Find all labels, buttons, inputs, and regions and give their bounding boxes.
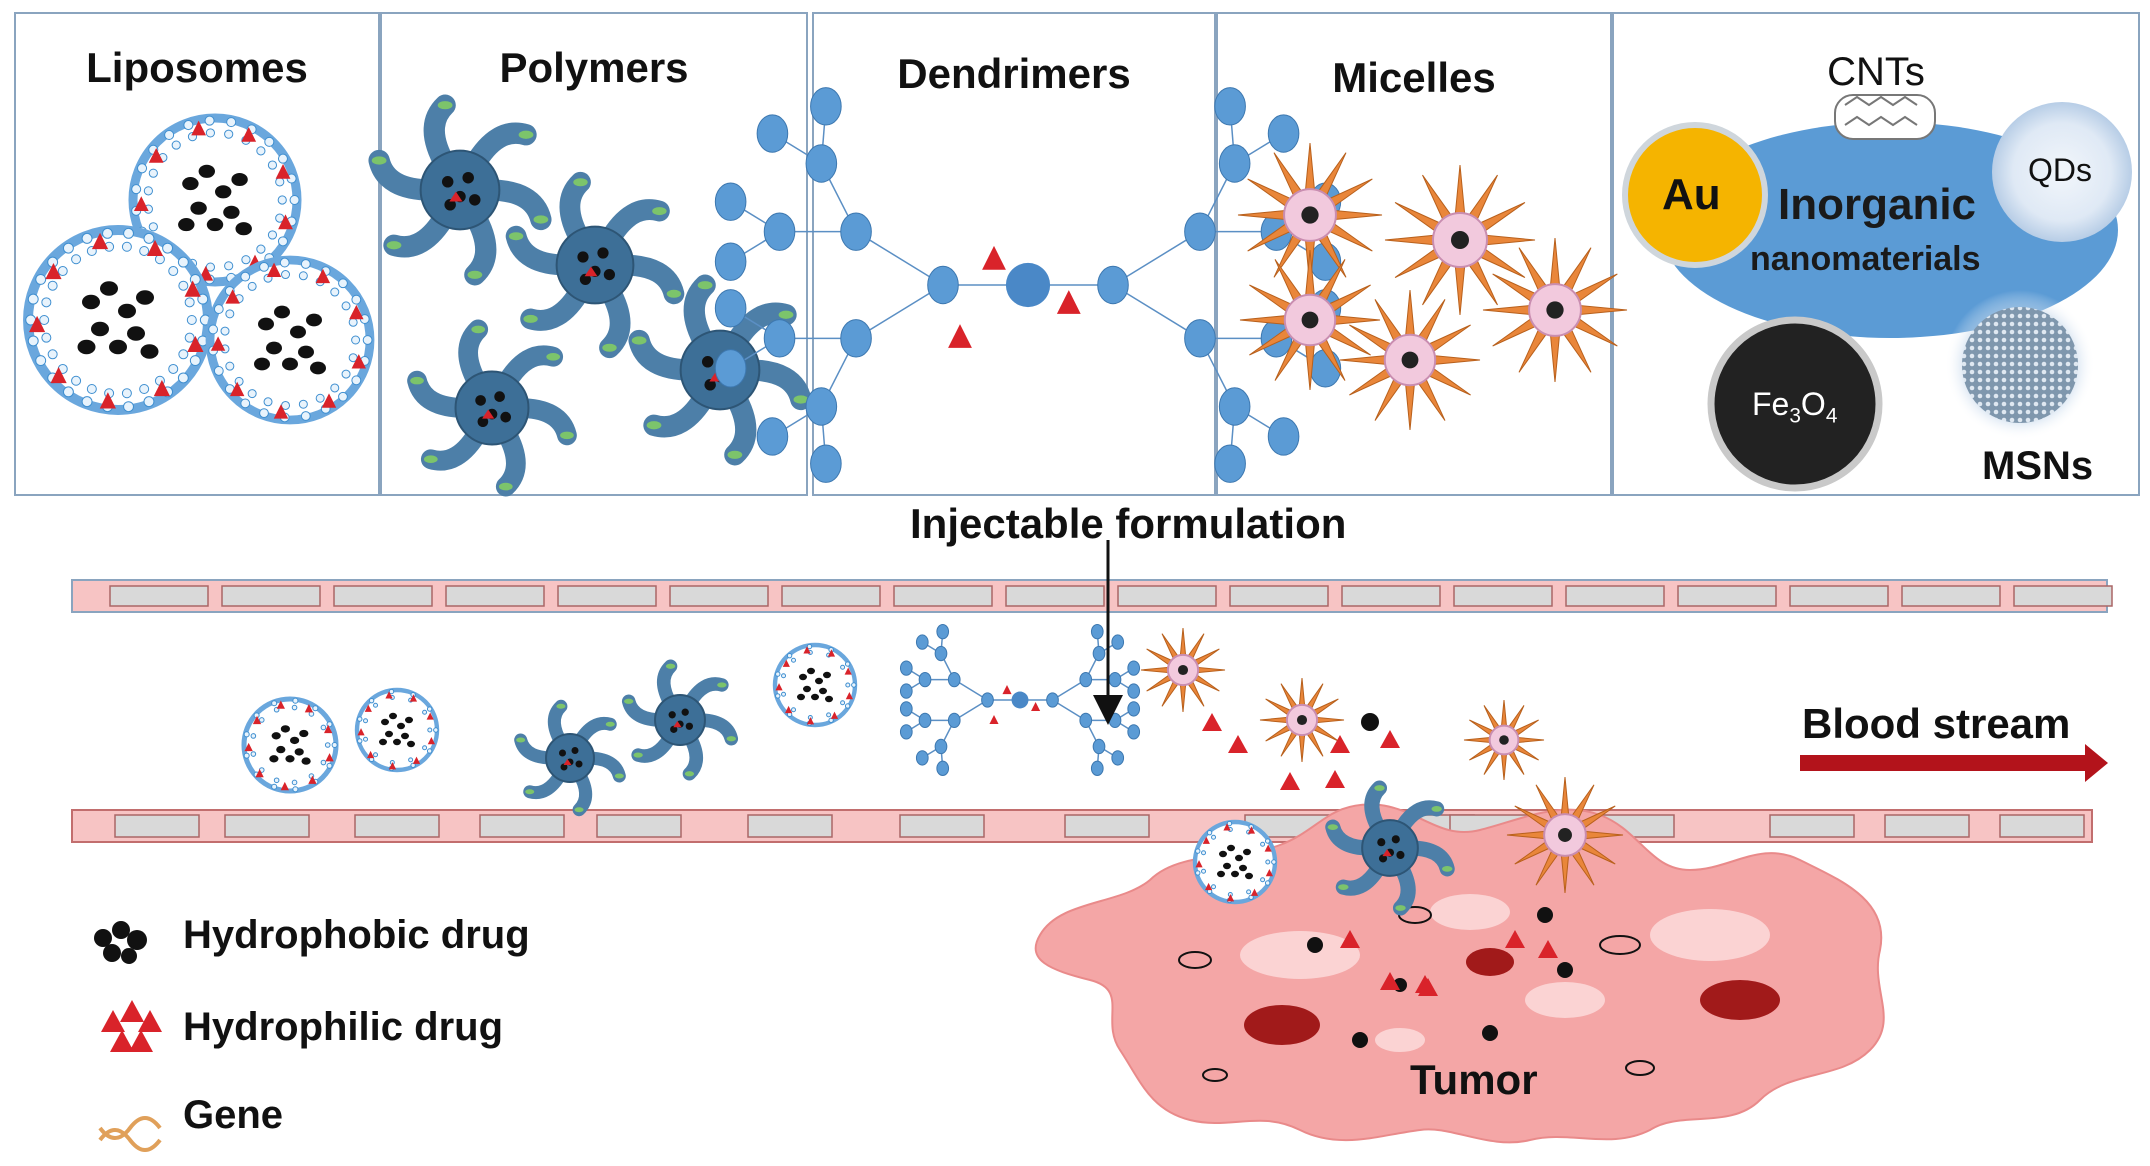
hydrophilic-drug — [1380, 730, 1400, 748]
endothelial-cell — [1769, 814, 1855, 838]
endothelial-cell — [669, 585, 769, 607]
endothelial-cell — [1229, 585, 1329, 607]
endothelial-cell — [114, 814, 200, 838]
micelle — [1140, 627, 1226, 713]
panel-micelles: Micelles — [1216, 12, 1612, 496]
endothelial-cell — [781, 585, 881, 607]
endothelial-cell — [479, 814, 565, 838]
inorganic-group — [1622, 94, 2132, 492]
hydrophobic-drug — [1361, 713, 1379, 731]
legend-hydrophilic-icon — [101, 1000, 162, 1052]
label-blood-stream: Blood stream — [1802, 700, 2071, 747]
endothelial-cell — [747, 814, 833, 838]
endothelial-cell — [1677, 585, 1777, 607]
label-msns: MSNs — [1982, 444, 2094, 488]
hydrophilic-drug — [1325, 770, 1345, 788]
micelle — [1237, 142, 1383, 288]
endothelial-cell — [1005, 585, 1105, 607]
liposome — [1192, 819, 1278, 905]
endothelial-cell — [1565, 585, 1665, 607]
panel-title-micelles: Micelles — [1332, 54, 1496, 101]
endothelial-cell — [224, 814, 310, 838]
legend-gene-label: Gene — [183, 1093, 284, 1137]
liposome — [354, 687, 440, 773]
polymer-micelle — [505, 171, 685, 359]
endothelial-cell — [1117, 585, 1217, 607]
endothelial-cell — [1453, 585, 1553, 607]
endothelial-cell — [221, 585, 321, 607]
endothelial-cell — [2013, 585, 2113, 607]
micelle — [1482, 237, 1628, 383]
cnt-icon — [1834, 94, 1936, 140]
polymer-micelle — [621, 659, 739, 781]
endothelial-cell — [354, 814, 440, 838]
endothelial-cell — [596, 814, 682, 838]
micelle — [1506, 776, 1624, 894]
legend-hydrophobic-icon — [94, 921, 147, 964]
label-tumor: Tumor — [1410, 1056, 1538, 1103]
micelle — [1239, 249, 1381, 391]
liposome — [241, 696, 339, 794]
mesoporous-silica-icon — [1962, 307, 2078, 423]
quantum-dot-icon — [1992, 102, 2132, 242]
hydrophilic-drug — [1228, 735, 1248, 753]
gold-nanoparticle-icon — [1622, 122, 1768, 268]
panel-title-cnts: CNTs — [1827, 50, 1925, 94]
liposome — [23, 225, 213, 415]
endothelial-cell — [1064, 814, 1150, 838]
endothelial-cell — [899, 814, 985, 838]
endothelial-cell — [109, 585, 209, 607]
dendrimer — [714, 87, 1342, 483]
hydrophilic-drug — [1202, 713, 1222, 731]
endothelial-cell — [445, 585, 545, 607]
endothelial-cell — [1789, 585, 1889, 607]
micelle — [1259, 677, 1345, 763]
hydrophilic-drug — [1280, 772, 1300, 790]
endothelial-cell — [557, 585, 657, 607]
legend-hydrophobic-label: Hydrophobic drug — [183, 913, 530, 957]
dendrimer — [899, 624, 1141, 776]
label-fe3o4: Fe3O4 — [1752, 386, 1838, 428]
legend-gene-icon — [98, 1116, 162, 1152]
label-nanomaterials: nanomaterials — [1750, 240, 1981, 278]
endothelial-cell — [893, 585, 993, 607]
micelle — [1463, 699, 1545, 781]
endothelial-cell — [1341, 585, 1441, 607]
panel-title-dendrimers: Dendrimers — [897, 50, 1131, 97]
polymer-micelle — [514, 699, 626, 817]
liposome — [205, 255, 375, 425]
endothelial-cell — [1901, 585, 2001, 607]
endothelial-cell — [1884, 814, 1970, 838]
micelle — [1339, 289, 1481, 431]
hydrophilic-drug — [1330, 735, 1350, 753]
label-injectable-formulation: Injectable formulation — [910, 500, 1347, 547]
label-inorganic: Inorganic — [1778, 180, 1977, 229]
liposome — [772, 642, 858, 728]
endothelial-cell — [1999, 814, 2085, 838]
label-au: Au — [1662, 170, 1721, 219]
panel-title-polymers: Polymers — [499, 44, 689, 91]
micelle — [1384, 164, 1536, 316]
polymer-micelle — [368, 94, 552, 286]
blood-stream-arrow — [1800, 744, 2108, 782]
legend-hydrophilic-label: Hydrophilic drug — [183, 1005, 503, 1049]
polymer-micelle — [1325, 780, 1455, 916]
panel-dendrimers: Dendrimers — [812, 12, 1216, 496]
polymer-micelle — [407, 319, 577, 497]
endothelial-cell — [333, 585, 433, 607]
label-qds: QDs — [2028, 152, 2092, 188]
particles-layer — [23, 87, 1628, 916]
panel-title-liposomes: Liposomes — [86, 44, 308, 91]
iron-oxide-icon — [1707, 316, 1883, 492]
